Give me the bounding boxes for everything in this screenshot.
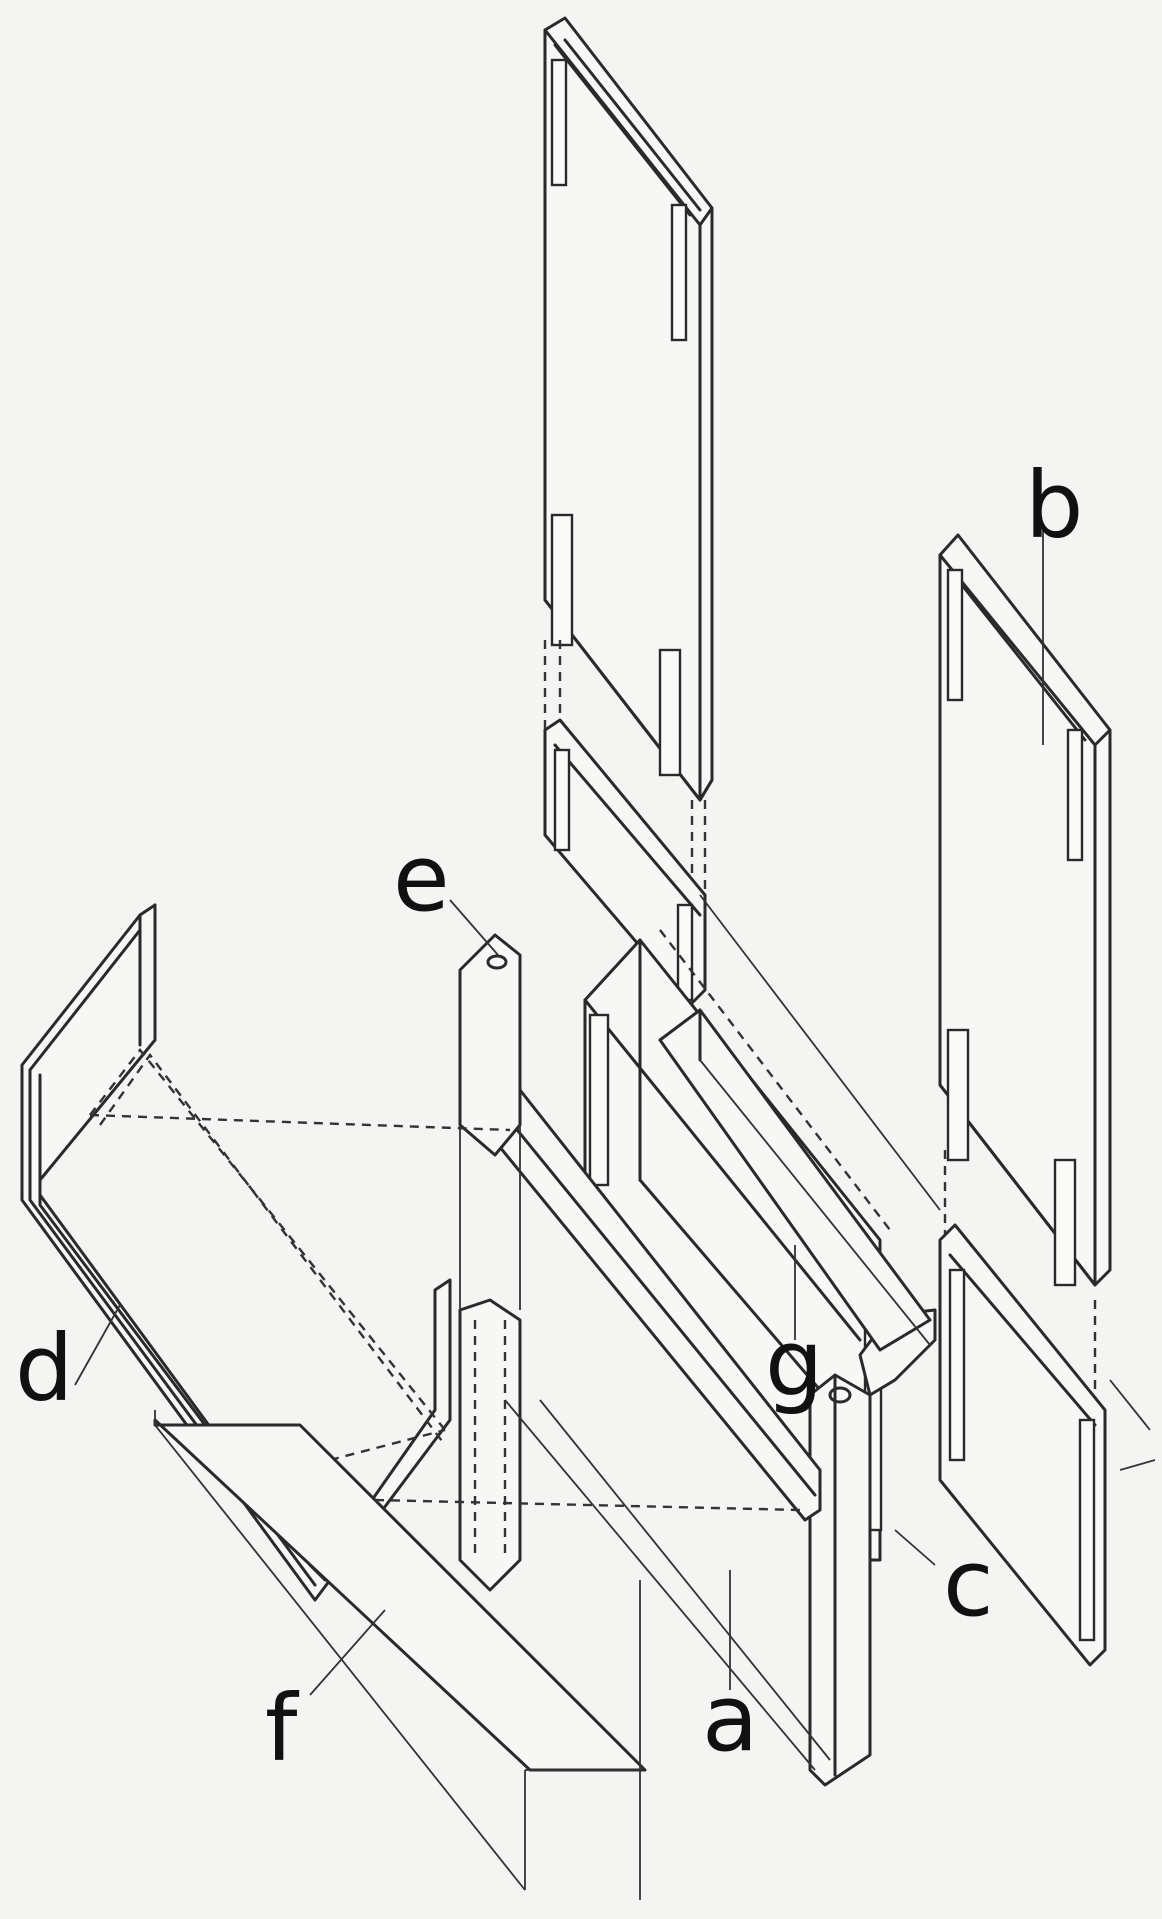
tall-panel-stub [543,718,707,1007]
label-c: c [943,1530,994,1637]
right-panel [938,533,1112,1400]
label-b: b [1025,452,1083,559]
seat-board [658,1008,932,1352]
base-slab [153,1410,647,1900]
label-e: e [393,825,450,932]
label-f: f [265,1675,300,1782]
construction-lines [89,894,1156,1771]
label-a: a [702,1665,758,1772]
right-panel-stub [938,1223,1107,1667]
center-post [458,933,522,1592]
leader-lines [74,530,1044,1696]
tall-panel [543,16,714,890]
label-d: d [15,1315,73,1422]
label-g: g [765,1310,823,1417]
